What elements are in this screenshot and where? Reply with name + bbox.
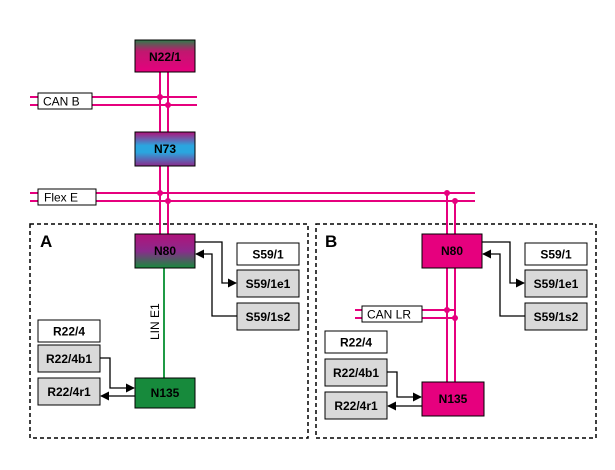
can-lr-tag <box>361 305 423 323</box>
s59-block-b <box>524 242 588 331</box>
trunk-a-junctions <box>157 94 171 204</box>
can-b-tag <box>37 92 93 110</box>
ecu-n73 <box>134 131 196 167</box>
r22-a-c2: R22/4r1 <box>47 385 91 399</box>
ecu-n80-a-label: N80 <box>154 244 176 258</box>
s59-b-sw2: S59/1s2 <box>534 310 579 324</box>
can-b-label: CAN B <box>43 95 80 109</box>
s59-b-header: S59/1 <box>540 248 572 262</box>
ecu-n22-1 <box>134 39 196 73</box>
panel-b-label: B <box>325 232 337 251</box>
panel-a-frame <box>29 223 309 439</box>
s59-a-sw2: S59/1s2 <box>246 310 291 324</box>
ecu-n135-a-label: N135 <box>151 386 180 400</box>
ecu-n135-b-label: N135 <box>439 392 468 406</box>
r22-b-c1: R22/4b1 <box>333 366 379 380</box>
s59-b-wiring <box>482 241 525 317</box>
s59-a-wiring <box>195 241 237 317</box>
ecu-n135-b <box>421 381 485 417</box>
flex-e-tag <box>37 188 97 206</box>
ecu-n22-1-label: N22/1 <box>149 50 181 64</box>
panel-a-label: A <box>40 232 52 251</box>
s59-block-a <box>236 242 300 331</box>
r22-b-c2: R22/4r1 <box>334 399 378 413</box>
ecu-n80-b <box>421 233 483 269</box>
r22-a-header: R22/4 <box>53 325 85 339</box>
flex-e-label: Flex E <box>44 191 78 205</box>
trunk-b-junctions <box>444 190 458 204</box>
trunk-b <box>446 193 456 382</box>
s59-b-sw1: S59/1e1 <box>534 277 579 291</box>
lin-e1-label: LIN E1 <box>148 303 162 340</box>
r22-b-header: R22/4 <box>340 336 372 350</box>
r22-block-b <box>324 330 388 420</box>
flex-e-bus <box>30 192 475 202</box>
ecu-n80-b-label: N80 <box>441 244 463 258</box>
ecu-n80-a <box>134 233 196 269</box>
r22-a-wiring <box>100 357 135 401</box>
r22-b-wiring <box>387 371 422 411</box>
ecu-n135-a <box>134 377 196 409</box>
ecu-n73-label: N73 <box>154 142 176 156</box>
s59-a-header: S59/1 <box>252 248 284 262</box>
can-lr-label: CAN LR <box>367 308 411 322</box>
s59-a-sw1: S59/1e1 <box>246 277 291 291</box>
can-lr-junctions <box>444 307 458 321</box>
r22-a-c1: R22/4b1 <box>46 352 92 366</box>
